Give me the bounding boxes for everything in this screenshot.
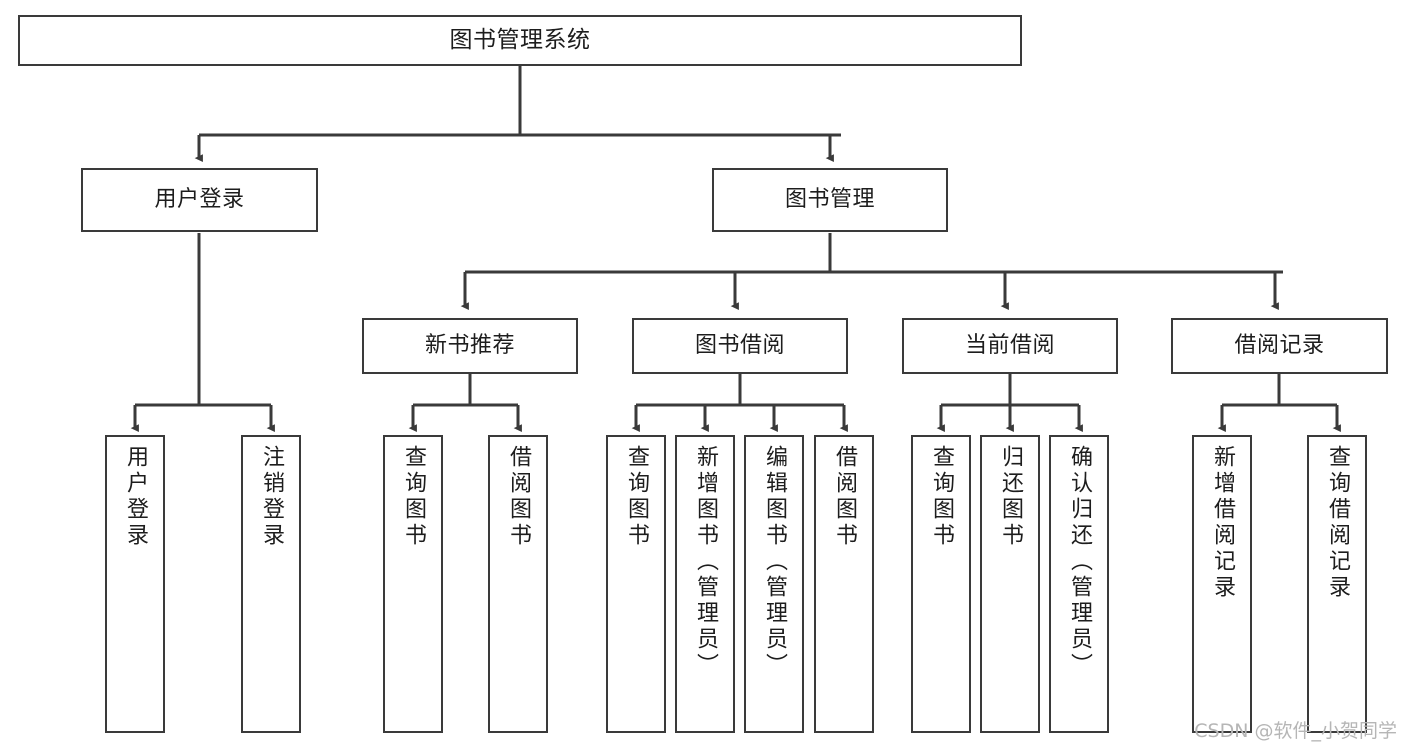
node-user-login[interactable]: 用户登录: [81, 168, 318, 232]
node-borrow-record[interactable]: 借阅记录: [1171, 318, 1388, 374]
node-leaf-bb-add-book-admin[interactable]: 新增图书（管理员）: [675, 435, 735, 733]
node-label: 图书管理: [784, 187, 875, 213]
node-label: 图书借阅: [694, 333, 785, 359]
node-label: 用户登录: [123, 445, 148, 549]
node-book-management[interactable]: 图书管理: [712, 168, 948, 232]
node-leaf-user-login[interactable]: 用户登录: [105, 435, 165, 733]
node-label: 查询图书: [401, 445, 426, 549]
node-label: 当前借阅: [964, 333, 1055, 359]
node-label: 借阅图书: [832, 445, 857, 549]
node-new-book-recommend[interactable]: 新书推荐: [362, 318, 578, 374]
node-leaf-cb-return-book[interactable]: 归还图书: [980, 435, 1040, 733]
node-label: 查询图书: [624, 445, 649, 549]
node-label: 确认归还（管理员）: [1067, 445, 1092, 679]
node-label: 用户登录: [154, 187, 245, 213]
node-current-borrow[interactable]: 当前借阅: [902, 318, 1118, 374]
node-label: 查询借阅记录: [1325, 445, 1350, 601]
node-label: 新书推荐: [424, 333, 515, 359]
node-label: 借阅记录: [1234, 333, 1325, 359]
node-label: 图书管理系统: [449, 26, 591, 53]
node-leaf-nb-borrow-book[interactable]: 借阅图书: [488, 435, 548, 733]
node-root-book-management-system[interactable]: 图书管理系统: [18, 15, 1022, 66]
node-book-borrow[interactable]: 图书借阅: [632, 318, 848, 374]
node-label: 借阅图书: [506, 445, 531, 549]
node-leaf-bb-edit-book-admin[interactable]: 编辑图书（管理员）: [744, 435, 804, 733]
node-label: 编辑图书（管理员）: [762, 445, 787, 679]
node-leaf-br-query-record[interactable]: 查询借阅记录: [1307, 435, 1367, 733]
node-leaf-bb-query-book[interactable]: 查询图书: [606, 435, 666, 733]
node-label: 归还图书: [998, 445, 1023, 549]
node-label: 查询图书: [929, 445, 954, 549]
node-label: 新增借阅记录: [1210, 445, 1235, 601]
node-leaf-cb-query-book[interactable]: 查询图书: [911, 435, 971, 733]
node-leaf-cb-confirm-return-admin[interactable]: 确认归还（管理员）: [1049, 435, 1109, 733]
csdn-watermark: CSDN @软件_小贺同学: [1194, 720, 1397, 742]
node-leaf-bb-borrow-book[interactable]: 借阅图书: [814, 435, 874, 733]
node-leaf-nb-query-book[interactable]: 查询图书: [383, 435, 443, 733]
node-label: 注销登录: [259, 445, 284, 549]
node-leaf-br-add-record[interactable]: 新增借阅记录: [1192, 435, 1252, 733]
node-leaf-logout[interactable]: 注销登录: [241, 435, 301, 733]
node-label: 新增图书（管理员）: [693, 445, 718, 679]
